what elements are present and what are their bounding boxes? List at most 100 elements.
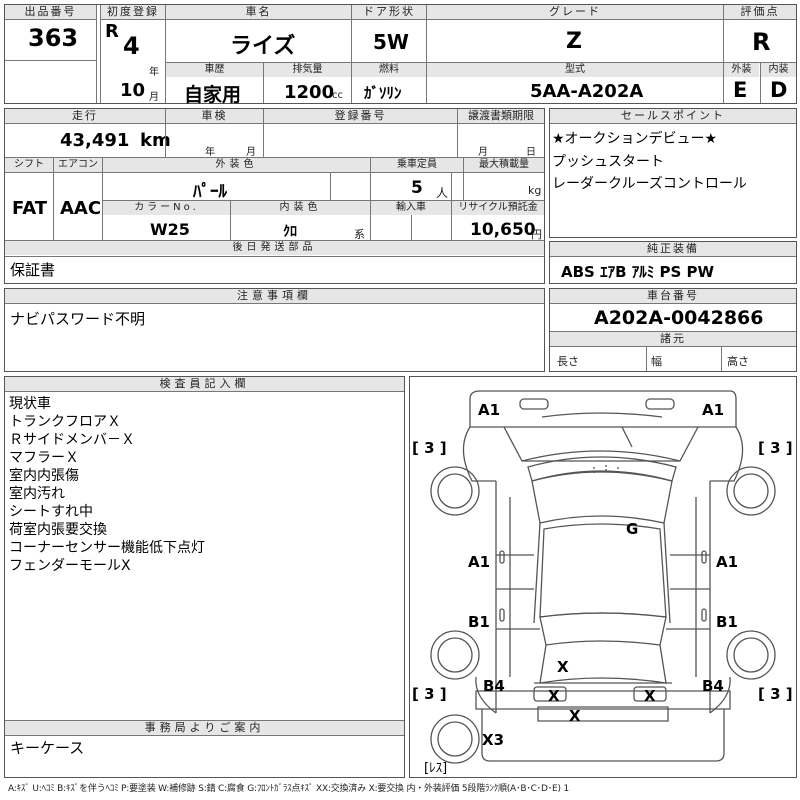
height-label: 高さ [727, 355, 749, 368]
reg-year: 4 [123, 32, 140, 60]
chassis-label: 車台番号 [550, 289, 796, 304]
color-label: 外装色 [103, 158, 370, 172]
later-parts-label: 後日発送部品 [5, 241, 544, 255]
score-label: 評価点 [724, 5, 796, 20]
recycle-unit: 円 [531, 228, 542, 241]
ac-value: AAC [60, 198, 102, 219]
rear-left-mark: B4 [483, 677, 505, 695]
dims-label: 諸元 [550, 331, 796, 347]
later-parts-value: 保証書 [10, 261, 56, 279]
width-label: 幅 [651, 355, 662, 368]
tire-fr-mark: [ 3 ] [758, 439, 793, 457]
lot-label: 出品番号 [5, 5, 96, 20]
door-value: 5W [373, 30, 409, 54]
int-color-label: 内装色 [231, 201, 370, 215]
plate-label: 登録番号 [264, 109, 457, 124]
sales-line-2: プッシュスタート [552, 154, 664, 170]
front-right-mark: A1 [702, 401, 725, 419]
interior-label: 内装 [761, 63, 796, 77]
first-reg-label: 初度登録 [101, 5, 165, 20]
shift-value: FAT [12, 198, 48, 219]
displacement-label: 排気量 [264, 63, 351, 77]
exterior-label: 外装 [724, 63, 759, 77]
sales-point-block [549, 108, 797, 238]
capacity-unit: 人 [436, 186, 449, 200]
history-value: 自家用 [184, 84, 242, 106]
inspector-line: コーナーセンサー機能低下点灯 [9, 540, 205, 556]
rear-right-mark: B4 [702, 677, 724, 695]
sales-line-3: レーダークルーズコントロール [552, 176, 747, 192]
era: R [105, 21, 119, 42]
ac-label: エアコン [54, 158, 102, 172]
sales-label: セールスポイント [550, 109, 796, 124]
transfer-day-unit: 日 [526, 147, 536, 158]
model-label: 型式 [427, 63, 723, 77]
month-unit: 月 [149, 92, 159, 103]
inspector-line: マフラーＸ [9, 450, 79, 466]
tire-rl-mark: [ 3 ] [412, 685, 447, 703]
mileage-label: 走行 [5, 109, 165, 124]
inspector-label: 検査員記入欄 [5, 377, 404, 392]
color-value: ﾊﾟｰﾙ [193, 182, 227, 202]
insp-year-unit: 年 [205, 147, 215, 158]
lamp-left-mark: X [548, 687, 560, 705]
recycle-value: 10,650 [470, 220, 536, 240]
fuel-value: ｶﾞｿﾘﾝ [364, 84, 402, 102]
int-color-unit: 系 [354, 228, 365, 241]
insp-month-unit: 月 [246, 147, 256, 158]
inspector-line: Ｒサイドメンバ－Ｘ [9, 432, 135, 448]
length-label: 長さ [557, 355, 579, 368]
capacity-value: 5 [411, 178, 423, 198]
exterior-value: E [733, 78, 748, 102]
office-label: 事務局よりご案内 [5, 720, 404, 736]
inspector-line: 室内汚れ [9, 486, 65, 502]
year-unit: 年 [149, 67, 159, 78]
header-block [4, 4, 797, 104]
transfer-month-unit: 月 [478, 147, 488, 158]
car-name: ライズ [230, 34, 296, 59]
color-no-label: カラーNo. [103, 201, 230, 215]
capacity-label: 乗車定員 [371, 158, 463, 172]
door-fr-mark: A1 [716, 553, 739, 571]
interior-value: D [770, 78, 788, 102]
tire-fl-mark: [ 3 ] [412, 439, 447, 457]
score-value: R [752, 28, 771, 56]
payload-label: 最大積載量 [464, 158, 544, 172]
transfer-label: 譲渡書類期限 [458, 109, 544, 124]
tire-rr-mark: [ 3 ] [758, 685, 793, 703]
int-color-value: ｸﾛ [283, 224, 297, 240]
inspection-label: 車検 [166, 109, 263, 124]
lot-number: 363 [28, 24, 79, 52]
model-value: 5AA-A202A [530, 81, 644, 102]
import-label: 輸入車 [371, 201, 451, 215]
legend: A:ｷｽﾞ U:ﾍｺﾐ B:ｷｽﾞを伴うﾍｺﾐ P:要塗装 W:補修跡 S:錆 … [8, 784, 569, 794]
door-fl-mark: A1 [468, 553, 491, 571]
color-no-value: W25 [150, 220, 190, 239]
car-name-label: 車名 [166, 5, 351, 20]
door-rl-mark: B1 [468, 613, 490, 631]
recycle-label: リサイクル預託金 [452, 201, 544, 215]
grade-value: Z [566, 29, 582, 54]
mileage-unit: km [140, 130, 171, 151]
inspector-line: 室内内張傷 [9, 468, 79, 484]
equipment-label: 純正装備 [550, 242, 796, 257]
shift-label: シフト [5, 158, 53, 172]
displacement-unit: cc [332, 90, 343, 101]
equipment-value: ABS ｴｱB ｱﾙﾐ PS PW [561, 263, 715, 281]
history-label: 車歴 [166, 63, 263, 77]
roof-mark: X [557, 658, 569, 676]
lamp-right-mark: X [644, 687, 656, 705]
fuel-label: 燃料 [352, 63, 426, 77]
door-label: ドア形状 [352, 5, 426, 20]
office-value: キーケース [10, 739, 85, 757]
inspector-block [4, 376, 405, 778]
displacement-value: 1200 [284, 82, 335, 103]
chassis-value: A202A-0042866 [594, 307, 764, 329]
front-left-mark: A1 [478, 401, 501, 419]
caution-value: ナビパスワード不明 [10, 310, 146, 328]
inspector-line: 現状車 [9, 396, 51, 412]
damage-diagram: A1 A1 [ 3 ] [ 3 ] G A1 A1 B1 B1 X B4 B4 … [409, 376, 797, 778]
door-rr-mark: B1 [716, 613, 738, 631]
bumper-mark: X [569, 707, 581, 725]
